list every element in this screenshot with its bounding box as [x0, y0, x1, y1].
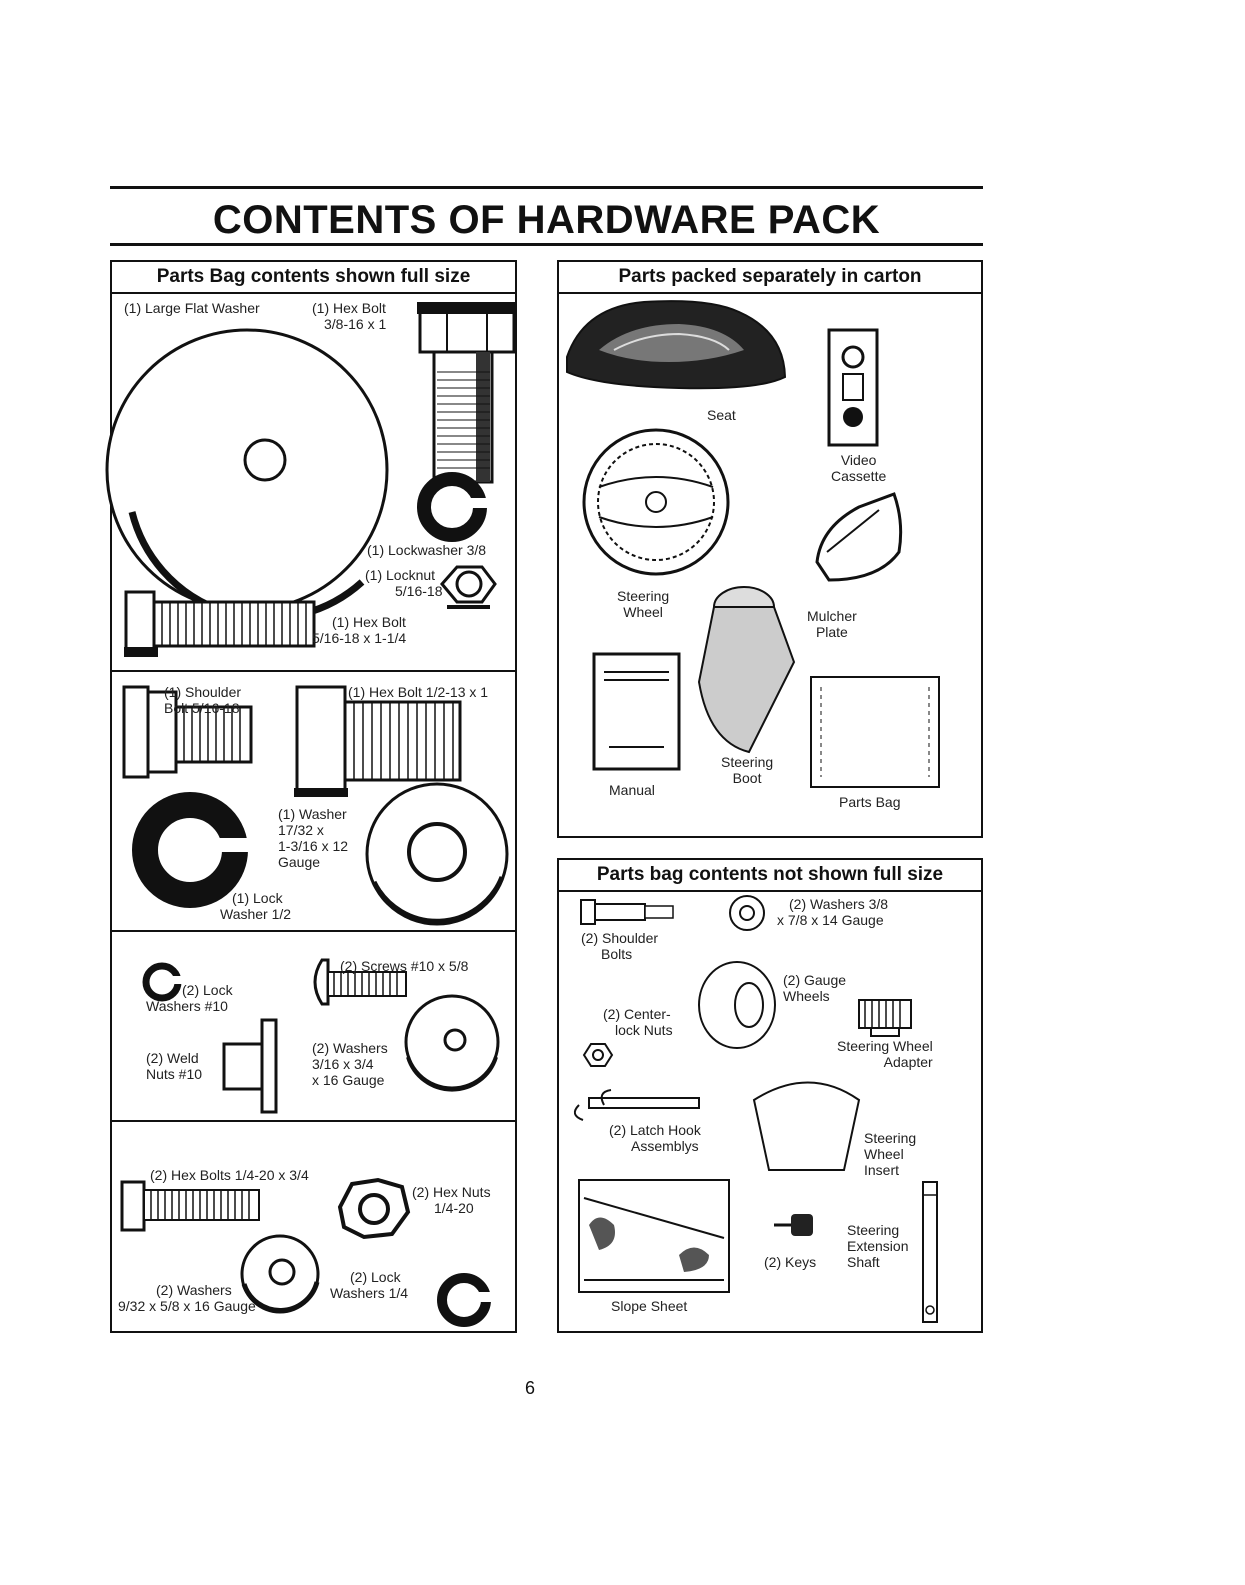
parts-bag-icon [810, 676, 940, 788]
steering-extension-shaft-icon [922, 1181, 938, 1323]
section-divider [112, 670, 515, 672]
title-underline [110, 243, 983, 246]
centerlock-nut-icon [582, 1043, 614, 1067]
washers-3-8-icon [729, 895, 765, 931]
video-cassette-icon [827, 328, 879, 447]
large-flat-washer-icon [105, 328, 389, 622]
hex-nuts-1-4-icon [337, 1177, 411, 1240]
lockwasher-3-8-label: (1) Lockwasher 3/8 [367, 542, 487, 558]
washer-17-32-icon [365, 782, 509, 926]
full-size-panel-heading: Parts Bag contents shown full size [112, 262, 515, 294]
screws-10-label: (2) Screws #10 x 5/8 [340, 958, 469, 974]
gauge-wheels-icon [698, 961, 776, 1049]
page-title: CONTENTS OF HARDWARE PACK [212, 198, 881, 242]
hex-bolts-1-4-label: (2) Hex Bolts 1/4-20 x 3/4 [150, 1167, 309, 1183]
large-flat-washer-label: (1) Large Flat Washer [124, 300, 260, 316]
steering-boot-icon [697, 586, 796, 754]
lock-washers-10-icon [142, 962, 185, 1002]
hex-bolts-1-4-icon [120, 1180, 260, 1232]
centerlock-nuts-label: (2) Center-lock Nuts [603, 1006, 673, 1038]
manual-label: Manual [609, 782, 655, 798]
lockwasher-3-8-icon [417, 472, 488, 542]
slope-sheet-icon [578, 1179, 730, 1293]
hex-bolt-1-2-label: (1) Hex Bolt 1/2-13 x 1 [348, 684, 489, 700]
full-size-panel: Parts Bag contents shown full size [105, 260, 517, 1333]
hex-bolt-3-8-icon [417, 302, 517, 484]
slope-sheet-label: Slope Sheet [611, 1298, 688, 1314]
hex-bolt-1-2-icon [294, 685, 462, 797]
locknut-icon [440, 565, 497, 609]
parts-bag-label: Parts Bag [839, 794, 901, 810]
keys-icon [774, 1214, 813, 1236]
shoulder-bolt-icon [122, 685, 253, 779]
steering-wheel-icon [582, 428, 730, 576]
seat-icon [566, 300, 787, 390]
not-full-size-illustrations [573, 895, 938, 1323]
hex-bolt-5-16-icon [124, 590, 316, 657]
not-full-size-panel: Parts bag contents not shown full size [557, 858, 983, 1333]
not-full-size-panel-heading: Parts bag contents not shown full size [559, 860, 981, 892]
carton-panel-heading: Parts packed separately in carton [559, 262, 981, 294]
page-number: 6 [525, 1378, 536, 1398]
lock-washer-1-2-icon [132, 792, 249, 908]
latch-hook-icon [573, 1089, 700, 1121]
shoulder-bolts-icon [580, 899, 674, 925]
steering-wheel-insert-icon [752, 1081, 861, 1171]
washers-9-32-icon [240, 1234, 320, 1314]
mulcher-plate-icon [815, 492, 903, 582]
weld-nuts-icon [222, 1018, 278, 1114]
keys-label: (2) Keys [764, 1254, 817, 1270]
carton-parts-illustrations [566, 300, 940, 788]
section-divider [112, 930, 515, 932]
lock-washers-1-4-icon [437, 1273, 494, 1327]
washers-3-16-icon [404, 994, 500, 1092]
top-rule [110, 186, 983, 189]
steering-wheel-adapter-icon [858, 999, 912, 1037]
section-divider [112, 1120, 515, 1122]
seat-label: Seat [707, 407, 736, 423]
carton-panel: Parts packed separately in carton [557, 260, 983, 838]
full-size-parts-illustrations [105, 302, 517, 1327]
screws-10-icon [313, 958, 407, 1006]
manual-icon [592, 652, 681, 771]
